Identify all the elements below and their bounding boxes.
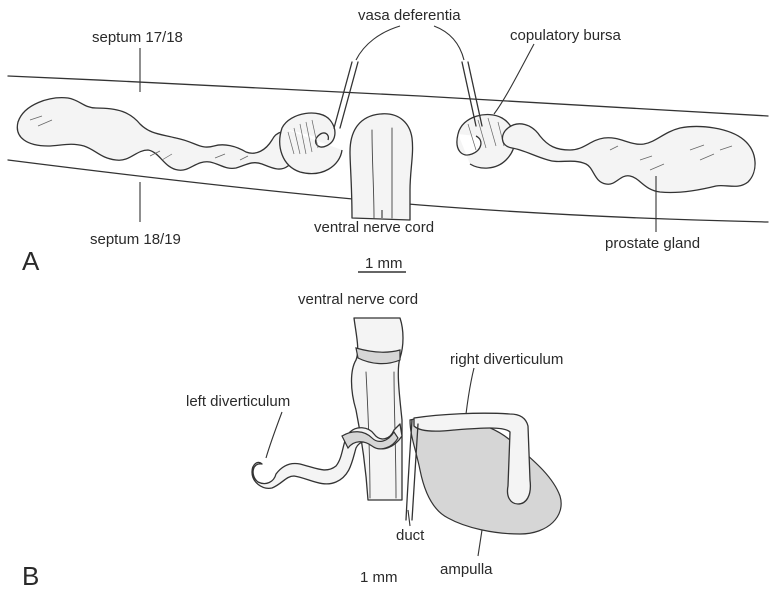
left-prostate-gland	[17, 98, 295, 171]
panel-a: septum 17/18 vasa deferentia copulatory …	[8, 7, 768, 276]
scale-bar-a-label: 1 mm	[365, 255, 403, 272]
label-septum-18-19: septum 18/19	[90, 231, 181, 248]
right-prostate-gland	[502, 124, 755, 193]
septum-17-18-line	[8, 76, 768, 116]
panel-letter-b: B	[22, 561, 39, 590]
panel-b: ventral nerve cord right diverticulum le…	[22, 291, 563, 590]
label-vasa-deferentia: vasa deferentia	[358, 7, 461, 24]
label-duct: duct	[396, 527, 425, 544]
left-copulatory-bursa	[280, 113, 342, 174]
label-right-diverticulum: right diverticulum	[450, 351, 563, 368]
ampulla	[410, 417, 561, 534]
label-prostate-gland: prostate gland	[605, 235, 700, 252]
label-ventral-nerve-cord-a: ventral nerve cord	[314, 219, 434, 236]
label-septum-17-18: septum 17/18	[92, 29, 183, 46]
label-ventral-nerve-cord-b: ventral nerve cord	[298, 291, 418, 308]
ventral-nerve-cord-b	[352, 318, 404, 500]
label-left-diverticulum: left diverticulum	[186, 393, 290, 410]
duct	[406, 420, 412, 520]
scale-bar-b-label: 1 mm	[360, 569, 398, 586]
ventral-nerve-cord-a	[350, 114, 413, 220]
vas-deferens-right	[462, 62, 476, 126]
label-copulatory-bursa: copulatory bursa	[510, 27, 622, 44]
label-ampulla: ampulla	[440, 561, 493, 578]
panel-letter-a: A	[22, 246, 40, 276]
